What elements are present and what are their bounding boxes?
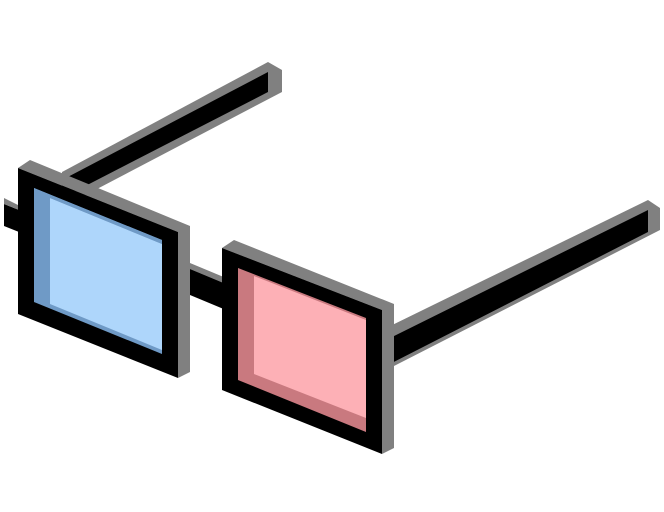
right-temple-arm xyxy=(382,200,660,368)
left-lens-frame xyxy=(18,160,190,378)
right-temple-face xyxy=(382,210,648,368)
left-temple-arm xyxy=(62,62,282,200)
left-lens xyxy=(50,198,162,350)
left-lens-shadow-top xyxy=(34,188,162,304)
right-frame-side xyxy=(222,240,394,454)
right-lens-frame xyxy=(222,240,394,454)
right-lens xyxy=(254,276,366,418)
left-frame-side xyxy=(18,160,190,378)
left-temple-face xyxy=(62,72,268,198)
